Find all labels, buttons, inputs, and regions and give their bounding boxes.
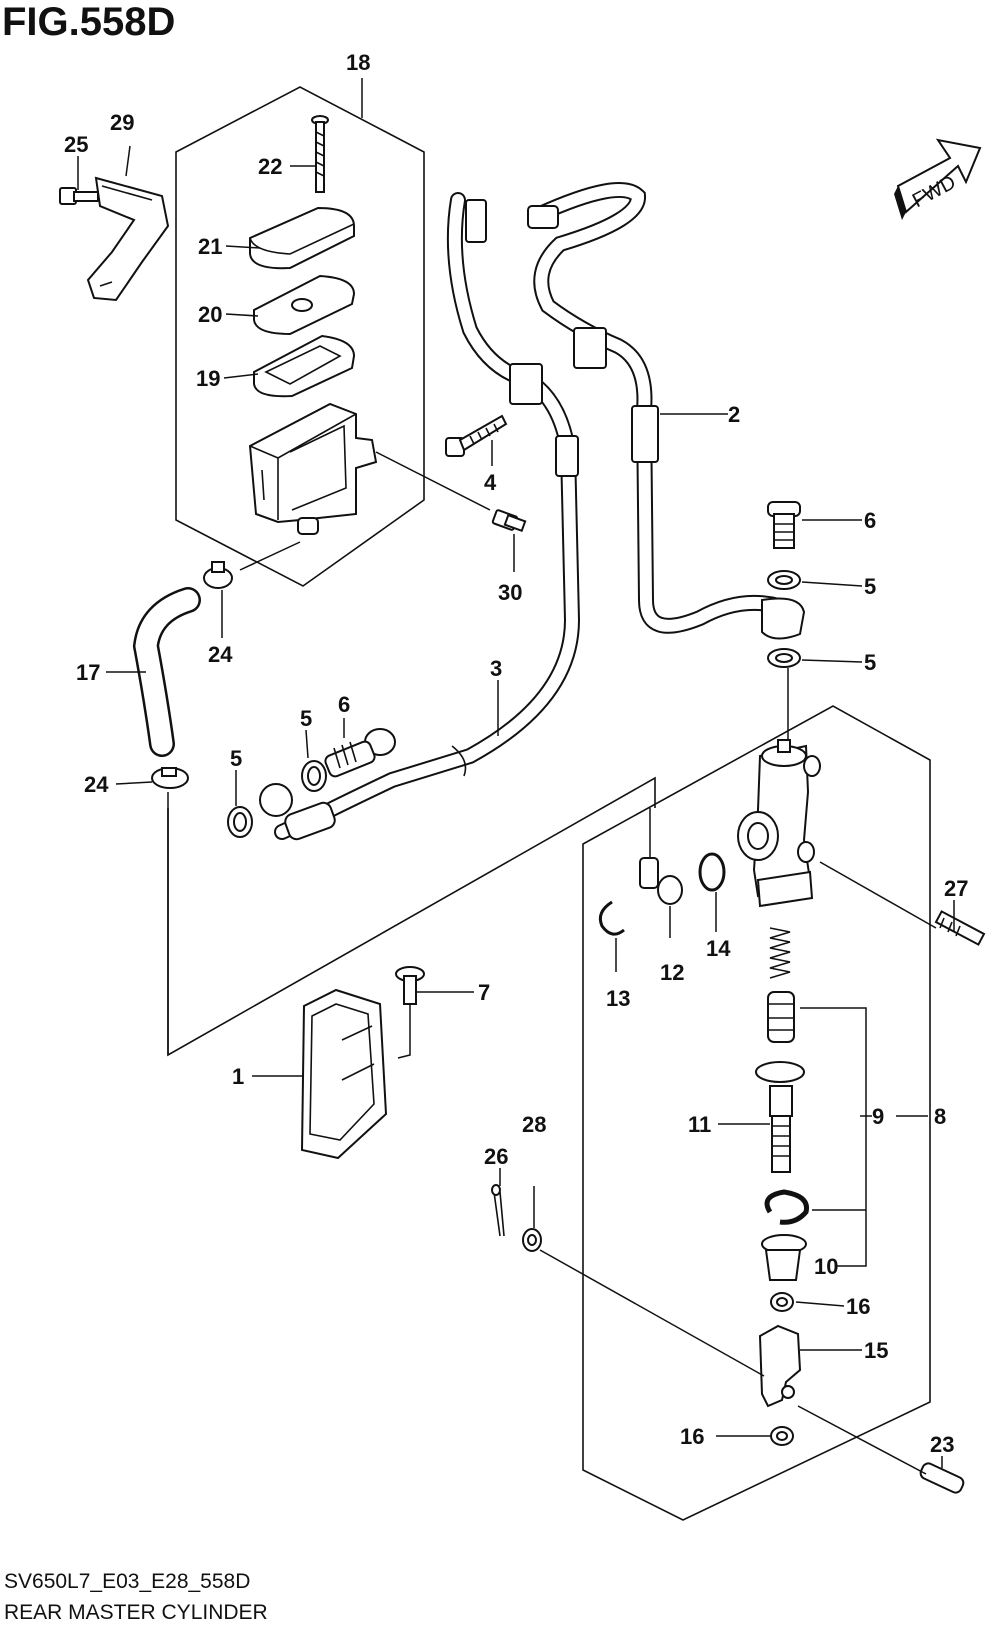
callout-23: 23 bbox=[930, 1432, 954, 1457]
callout-6-right: 6 bbox=[864, 508, 876, 533]
part-25-bolt bbox=[59, 187, 99, 205]
callout-20: 20 bbox=[198, 302, 222, 327]
fwd-arrow-icon: FWD bbox=[894, 138, 982, 220]
part-24-clamp-upper bbox=[203, 561, 233, 589]
callout-7: 7 bbox=[478, 980, 490, 1005]
part-29-bracket bbox=[86, 176, 170, 302]
callout-5-left-b: 5 bbox=[230, 746, 242, 771]
model-code: SV650L7_E03_E28_558D bbox=[4, 1570, 251, 1593]
callout-6-left: 6 bbox=[338, 692, 350, 717]
part-21-cap bbox=[249, 206, 355, 270]
part-5-washer-right-b bbox=[767, 648, 801, 668]
part-7-screw bbox=[395, 966, 425, 1005]
piston-cup bbox=[767, 991, 795, 1043]
callout-24-upper: 24 bbox=[208, 642, 233, 667]
part-22-screw bbox=[311, 115, 329, 193]
part-20-plate bbox=[253, 274, 356, 336]
part-5-washer-left-a bbox=[301, 760, 327, 792]
callout-15: 15 bbox=[864, 1338, 888, 1363]
leader-lines bbox=[77, 78, 955, 1468]
reservoir-body bbox=[248, 402, 378, 535]
hose-3-banjo-fitting bbox=[259, 783, 336, 841]
callout-5-left-a: 5 bbox=[300, 706, 312, 731]
part-17-reservoir-hose bbox=[132, 587, 201, 757]
circlip-ring bbox=[764, 1189, 810, 1225]
callout-17: 17 bbox=[76, 660, 100, 685]
callout-5-right-a: 5 bbox=[864, 574, 876, 599]
part-4-bolt bbox=[445, 414, 508, 457]
part-14-o-ring bbox=[698, 852, 726, 892]
part-16-nut-lower bbox=[770, 1426, 794, 1446]
callout-16-lower: 16 bbox=[680, 1424, 704, 1449]
part-26-cotter-pin bbox=[491, 1184, 505, 1237]
callout-8-num: 8 bbox=[934, 1104, 946, 1129]
part-6-union-bolt-right bbox=[767, 501, 801, 549]
assembly-lines bbox=[167, 451, 937, 1475]
group-outline-18-reservoir bbox=[175, 86, 425, 587]
callout-11: 11 bbox=[688, 1112, 711, 1137]
callout-29: 29 bbox=[110, 110, 134, 135]
part-3-brake-hose bbox=[274, 192, 581, 840]
part-24-clamp-lower bbox=[151, 767, 189, 789]
callout-21: 21 bbox=[198, 234, 222, 259]
part-30-bolt bbox=[491, 509, 527, 533]
part-13-circlip bbox=[598, 900, 625, 936]
part-11-push-rod bbox=[755, 1061, 805, 1173]
callout-3: 3 bbox=[490, 656, 502, 681]
part-12-fitting bbox=[639, 857, 683, 905]
callout-26: 26 bbox=[484, 1144, 508, 1169]
callout-2: 2 bbox=[728, 402, 740, 427]
callout-22: 22 bbox=[258, 154, 282, 179]
part-23-pin bbox=[919, 1462, 965, 1494]
part-15-clevis bbox=[758, 1324, 802, 1408]
part-10-boot bbox=[761, 1234, 807, 1281]
spring bbox=[769, 927, 791, 979]
callout-4: 4 bbox=[484, 470, 497, 495]
callout-18: 18 bbox=[346, 50, 370, 75]
callout-27: 27 bbox=[944, 876, 968, 901]
group-outline-8-master-cylinder bbox=[582, 705, 931, 1521]
part-28-washer bbox=[522, 1228, 542, 1252]
callout-16-upper: 16 bbox=[846, 1294, 870, 1319]
part-5-washer-left-b bbox=[227, 806, 253, 838]
master-cylinder-body bbox=[737, 739, 821, 908]
figure-name: REAR MASTER CYLINDER bbox=[4, 1601, 268, 1624]
callout-28-num: 28 bbox=[522, 1112, 546, 1137]
callout-12: 12 bbox=[660, 960, 684, 985]
callout-5-right-b: 5 bbox=[864, 650, 876, 675]
callout-19: 19 bbox=[196, 366, 220, 391]
part-2-brake-hose bbox=[527, 182, 806, 640]
callout-30: 30 bbox=[498, 580, 522, 605]
callout-14: 14 bbox=[706, 936, 731, 961]
part-19-diaphragm bbox=[253, 334, 356, 398]
part-6-union-bolt-left bbox=[324, 728, 396, 778]
callout-13: 13 bbox=[606, 986, 630, 1011]
part-16-nut-upper bbox=[770, 1292, 794, 1312]
part-27-screw bbox=[934, 910, 986, 946]
figure-title: FIG.558D bbox=[2, 0, 176, 44]
part-1-guard bbox=[300, 988, 388, 1160]
callout-25: 25 bbox=[64, 132, 88, 157]
callout-10: 10 bbox=[814, 1254, 838, 1279]
callout-9: 9 bbox=[872, 1104, 884, 1129]
part-5-washer-right-a bbox=[767, 570, 801, 590]
callout-1: 1 bbox=[232, 1064, 244, 1089]
callout-24-lower: 24 bbox=[84, 772, 109, 797]
callout-numbers: 18 22 21 20 19 29 25 2 6 5 5 4 30 3 24 1… bbox=[64, 50, 968, 1457]
